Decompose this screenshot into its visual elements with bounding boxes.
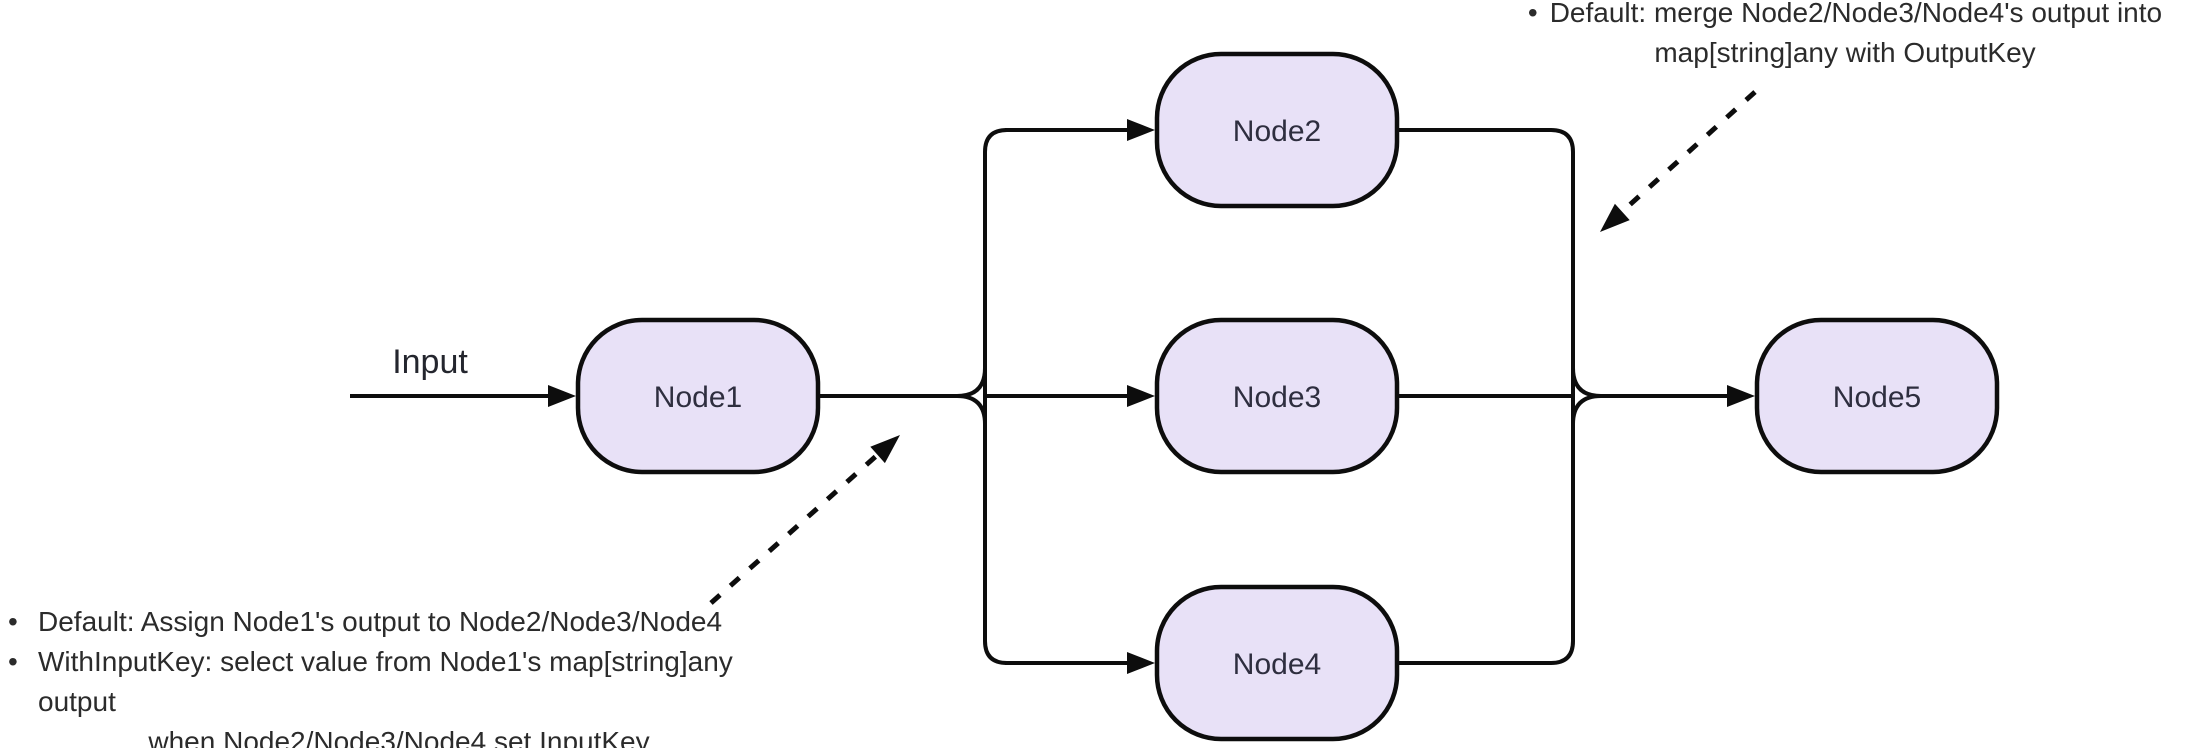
arrowhead-node3 [1127,385,1155,407]
dashed-arrow-merge [1612,90,1757,221]
merge-annotation-line1: • Default: merge Node2/Node3/Node4's outp… [1480,0,2200,33]
assign-annotation-item1: • Default: Assign Node1's output to Node… [4,602,794,642]
node-node1-shape [575,317,821,475]
arrowhead-node5 [1727,385,1755,407]
edges [350,128,1727,665]
junction-flare-up [956,367,987,398]
bullet-icon: • [1527,0,1538,28]
assign-annotation: • Default: Assign Node1's output to Node… [4,602,794,748]
arrowheads [548,119,1755,674]
assign-annotation-item2: • WithInputKey: select value from Node1'… [4,642,794,722]
fanin-flare-down [1571,394,1602,425]
arrowhead-input [548,385,576,407]
arrowhead-dashed-merge [1600,203,1630,232]
merge-annotation-line1-text: Default: merge Node2/Node3/Node4's outpu… [1549,0,2163,28]
merge-annotation-line2: map[string]any with OutputKey [1654,37,2036,68]
arrowhead-node2 [1127,119,1155,141]
arrowhead-node4 [1127,652,1155,674]
node-node5-shape [1754,317,2000,475]
node-node5-label: Node5 [1833,381,1921,414]
node-node3-shape [1154,317,1400,475]
arrowhead-dashed-assign [870,435,900,464]
node-node1-label: Node1 [654,381,742,414]
fanin-flare-up [1571,367,1602,398]
assign-annotation-item2-text: WithInputKey: select value from Node1's … [38,646,733,717]
dashed-annotation-arrows [709,90,1757,605]
node-node2-shape [1154,51,1400,209]
node-node4-shape [1154,584,1400,742]
nodes [575,51,2000,742]
node-labels: Node1 Node2 Node3 Node4 Node5 [654,115,1921,681]
node-node2-label: Node2 [1233,115,1321,148]
dashed-arrow-assign [709,447,886,605]
bullet-icon: • [8,646,18,677]
node-node4-label: Node4 [1233,648,1321,681]
bullet-icon: • [8,606,18,637]
junction-flare-down [956,394,987,425]
input-edge-label: Input [392,343,468,381]
node-node3-label: Node3 [1233,381,1321,414]
assign-annotation-continuation: when Node2/Node3/Node4 set InputKey [148,726,650,748]
assign-annotation-item1-text: Default: Assign Node1's output to Node2/… [38,606,723,637]
merge-annotation: • Default: merge Node2/Node3/Node4's outp… [1480,0,2200,73]
